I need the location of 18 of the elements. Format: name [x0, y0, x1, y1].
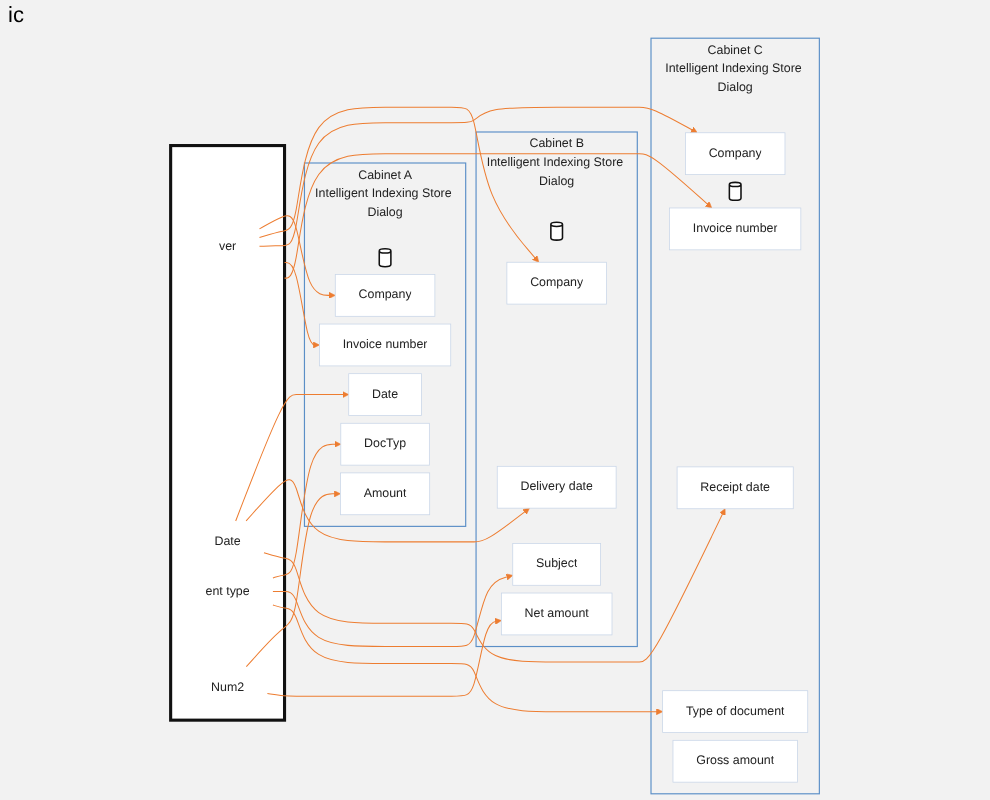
- node-cylinder: [550, 221, 564, 241]
- arrow: [284, 153, 713, 279]
- arrow: [258, 215, 336, 299]
- arrow: [266, 617, 502, 697]
- node-cylinder: [728, 181, 742, 201]
- arrow: [245, 479, 530, 543]
- cluster: [169, 144, 287, 722]
- arrow: [245, 490, 341, 668]
- arrow: [235, 391, 350, 522]
- arrow: [272, 573, 514, 648]
- arrow: [272, 604, 663, 716]
- arrow: [263, 508, 726, 663]
- arrow: [272, 440, 342, 579]
- arrow: [258, 106, 540, 263]
- arrow: [284, 262, 320, 349]
- note-text: ic: [8, 4, 24, 28]
- node-cylinder: [378, 248, 392, 268]
- arrow: [258, 106, 698, 247]
